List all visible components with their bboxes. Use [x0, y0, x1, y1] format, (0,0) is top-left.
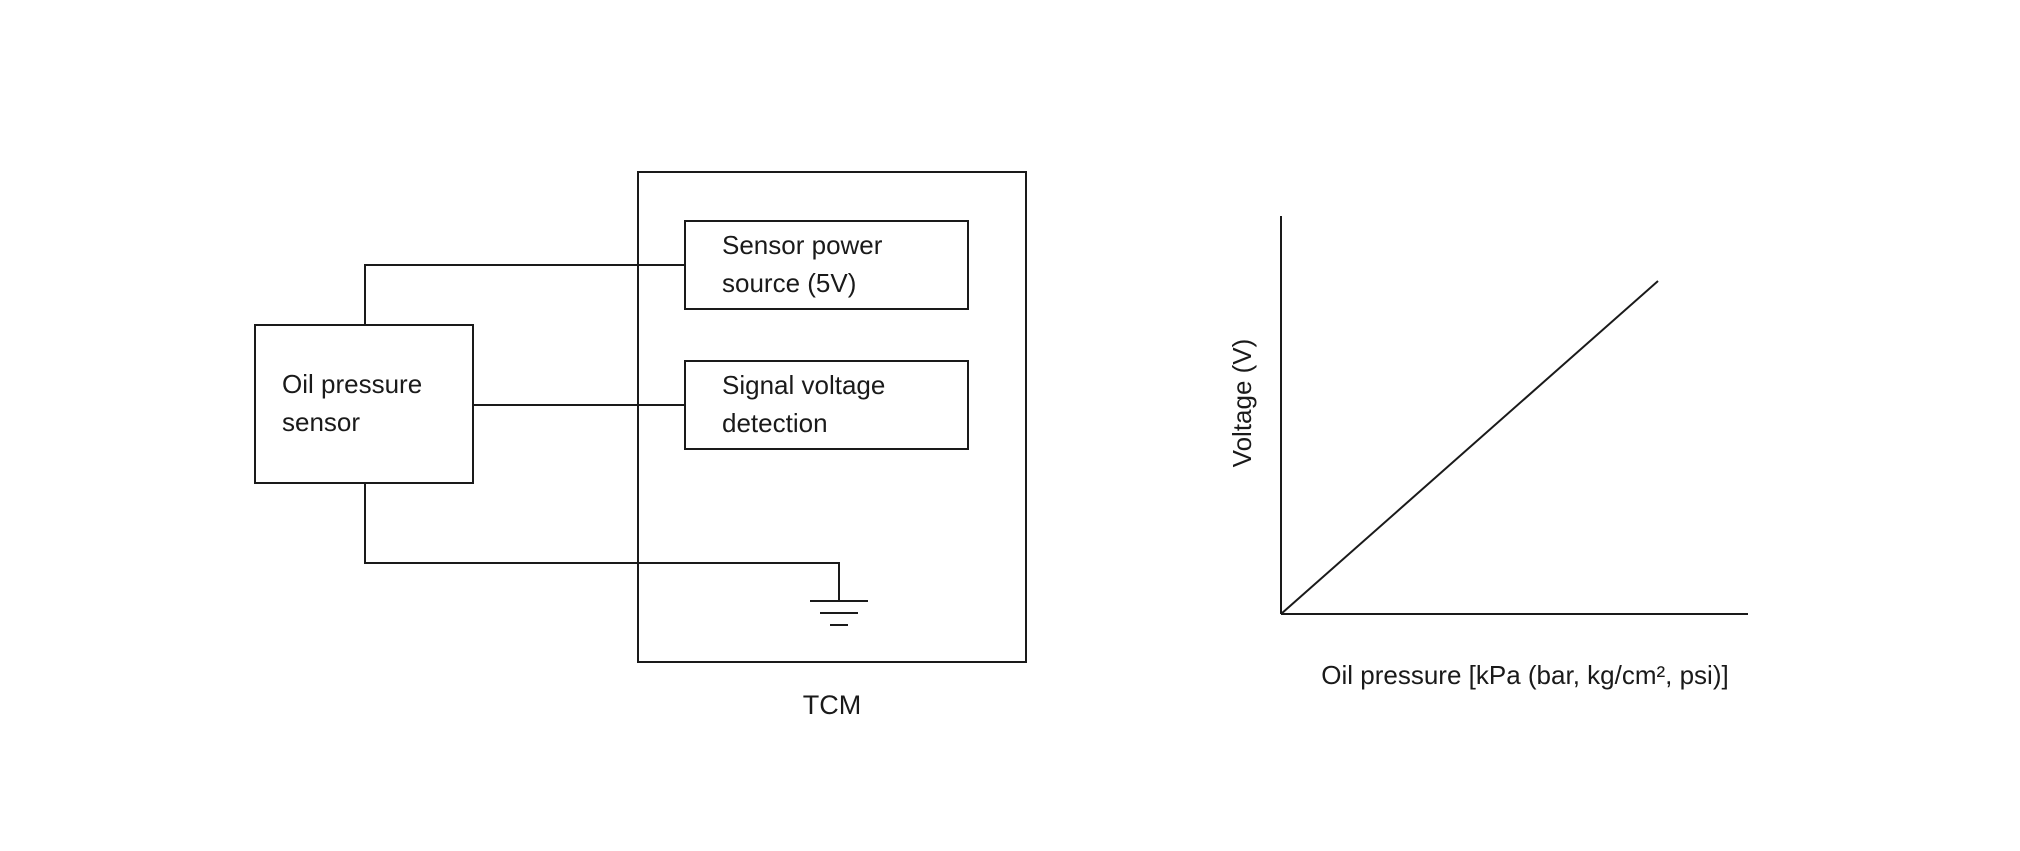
ground-icon [810, 600, 868, 626]
sensor-power-source-label-line1: Sensor power [722, 230, 883, 261]
tcm-box [637, 171, 1027, 663]
signal-voltage-detection-label-line2: detection [722, 408, 828, 438]
tcm-caption: TCM [802, 690, 862, 720]
oil-pressure-sensor-label-line2: sensor [282, 407, 361, 437]
signal-voltage-detection-label-line1: Signal voltage [722, 370, 886, 401]
x-axis-label: Oil pressure [kPa (bar, kg/cm², psi)] [1321, 660, 1729, 690]
oil-pressure-sensor-box: Oil pressure sensor [254, 324, 474, 484]
sensor-power-source-box: Sensor power source (5V) [684, 220, 969, 310]
oil-pressure-sensor-label-line1: Oil pressure [282, 369, 423, 400]
power-wire [364, 264, 684, 324]
ground-wire [364, 484, 840, 601]
signal-voltage-detection-label: Signal voltage detection [686, 367, 885, 442]
sensor-power-source-label-line2: source (5V) [722, 268, 857, 298]
voltage-pressure-line [1280, 280, 1659, 615]
sensor-power-source-label: Sensor power source (5V) [686, 227, 882, 302]
y-axis-label: Voltage (V) [1227, 338, 1257, 468]
oil-pressure-sensor-label: Oil pressure sensor [256, 366, 422, 441]
signal-voltage-detection-box: Signal voltage detection [684, 360, 969, 450]
